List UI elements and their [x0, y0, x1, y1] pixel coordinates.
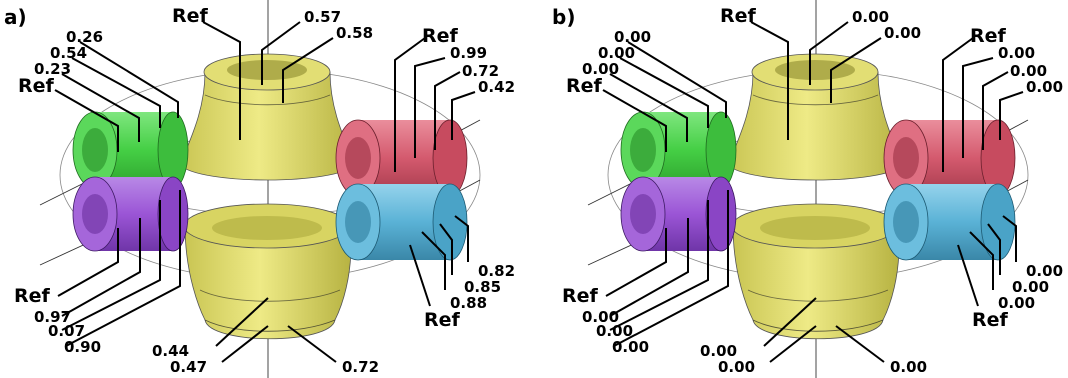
panel-a-label: a) — [4, 5, 27, 29]
purple-value-3: 0.90 — [64, 338, 101, 356]
blue-value-2: 0.00 — [1012, 278, 1049, 296]
purple-value-2: 0.00 — [596, 322, 633, 340]
green-ref-label: Ref — [566, 75, 603, 97]
purple-ref-label: Ref — [14, 285, 51, 307]
green-value-2: 0.54 — [50, 44, 87, 62]
purple-value-2: 0.07 — [48, 322, 85, 340]
green-value-3: 0.26 — [66, 28, 103, 46]
top-ring-ref-label: Ref — [720, 5, 757, 27]
red-ref-label: Ref — [422, 25, 459, 47]
top-ring-value-1: 0.00 — [852, 8, 889, 26]
red-value-3: 0.00 — [1026, 78, 1063, 96]
green-value-2: 0.00 — [598, 44, 635, 62]
panel-b-label: b) — [552, 5, 575, 29]
green-value-1: 0.00 — [582, 60, 619, 78]
green-value-1: 0.23 — [34, 60, 71, 78]
blue-value-3: 0.00 — [998, 294, 1035, 312]
bottom-ring-value-2: 0.00 — [718, 358, 755, 376]
purple-value-1: 0.97 — [34, 308, 71, 326]
green-ref-label: Ref — [18, 75, 55, 97]
bottom-ring-value-1: 0.00 — [700, 342, 737, 360]
blue-value-1: 0.82 — [478, 262, 515, 280]
purple-value-1: 0.00 — [582, 308, 619, 326]
panel-b: b) Ref 0.00 0.00 0.00 0.00 0.00 Ref Ref … — [552, 0, 1063, 378]
blue-ref-label: Ref — [424, 309, 461, 331]
red-value-2: 0.72 — [462, 62, 499, 80]
red-value-1: 0.00 — [998, 44, 1035, 62]
panel-b-illustration — [587, 0, 1029, 378]
red-ref-label: Ref — [970, 25, 1007, 47]
bottom-ring-value-3: 0.72 — [342, 358, 379, 376]
bottom-ring-value-1: 0.44 — [152, 342, 189, 360]
top-ring-value-2: 0.00 — [884, 24, 921, 42]
panel-a: a) Ref 0.57 0.58 0.26 0.54 0.23 Ref Ref … — [4, 0, 515, 378]
blue-value-2: 0.85 — [464, 278, 501, 296]
panel-a-illustration — [39, 0, 481, 378]
green-value-3: 0.00 — [614, 28, 651, 46]
bottom-ring-value-2: 0.47 — [170, 358, 207, 376]
purple-value-3: 0.00 — [612, 338, 649, 356]
red-value-3: 0.42 — [478, 78, 515, 96]
blue-ref-label: Ref — [972, 309, 1009, 331]
bottom-ring-value-3: 0.00 — [890, 358, 927, 376]
blue-value-1: 0.00 — [1026, 262, 1063, 280]
blue-value-3: 0.88 — [450, 294, 487, 312]
top-ring-value-1: 0.57 — [304, 8, 341, 26]
red-value-1: 0.99 — [450, 44, 487, 62]
top-ring-value-2: 0.58 — [336, 24, 373, 42]
top-ring-ref-label: Ref — [172, 5, 209, 27]
red-value-2: 0.00 — [1010, 62, 1047, 80]
purple-ref-label: Ref — [562, 285, 599, 307]
